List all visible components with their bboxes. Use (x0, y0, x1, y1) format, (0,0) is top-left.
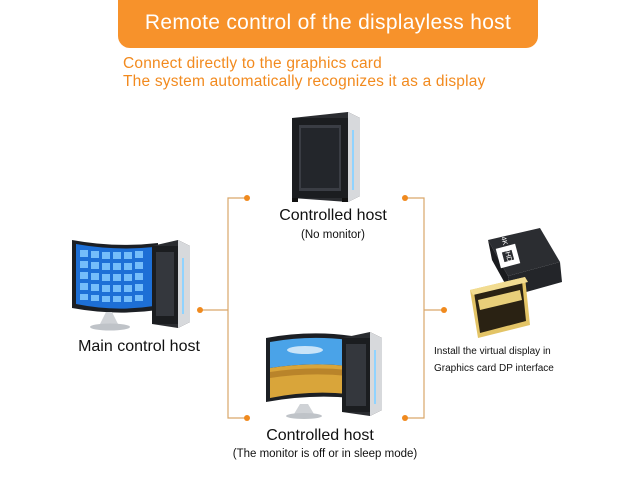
bottom-host-note: (The monitor is off or in sleep mode) (232, 448, 418, 460)
left-connector (227, 197, 247, 419)
title-banner (118, 0, 538, 48)
main-monitor-icon (72, 240, 158, 331)
bottom-tower-icon (342, 332, 382, 416)
right-connector (405, 197, 425, 419)
bottom-host-label: Controlled host (266, 427, 374, 444)
dp-adapter-icon (470, 228, 562, 338)
connector-dots (197, 195, 447, 421)
dot (197, 307, 203, 313)
dot (244, 195, 250, 201)
top-host-label: Controlled host (279, 207, 387, 224)
bottom-monitor-icon (266, 333, 352, 419)
subtitle-line-2: The system automatically recognizes it a… (123, 73, 486, 90)
dot (244, 415, 250, 421)
dot (402, 195, 408, 201)
dot (402, 415, 408, 421)
top-host-note: (No monitor) (301, 229, 365, 241)
connector-lines (200, 197, 444, 419)
main-tower-icon (152, 240, 190, 328)
dot (441, 307, 447, 313)
adapter-note-line-1: Install the virtual display in (434, 346, 551, 357)
main-host-label: Main control host (78, 338, 200, 355)
adapter-note-line-2: Graphics card DP interface (434, 363, 554, 374)
subtitle-line-1: Connect directly to the graphics card (123, 55, 382, 72)
pc-tower-icon (292, 112, 360, 202)
banner-title: Remote control of the displayless host (144, 11, 512, 34)
